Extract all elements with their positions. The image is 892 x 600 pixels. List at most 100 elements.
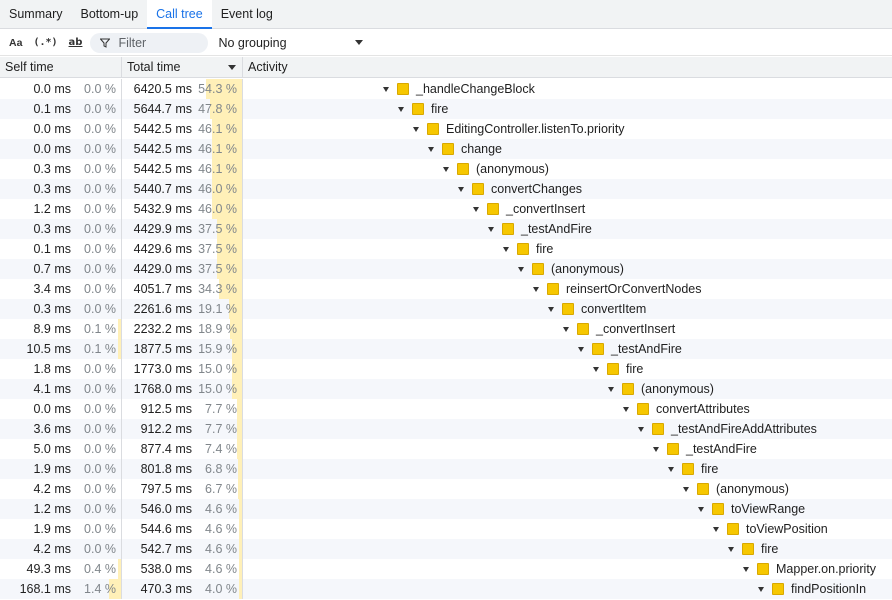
total-time-value: 1877.5 ms xyxy=(133,342,192,356)
total-time-bar xyxy=(232,379,242,399)
total-time-bar xyxy=(217,219,242,239)
self-time-percent: 0.0 % xyxy=(84,362,116,376)
tab-bottom-up[interactable]: Bottom-up xyxy=(80,7,139,21)
self-time-percent: 0.0 % xyxy=(84,462,116,476)
match-case-button[interactable]: Aa xyxy=(9,36,23,49)
total-time-bar xyxy=(230,319,242,339)
expand-toggle-icon[interactable] xyxy=(683,487,689,492)
expand-toggle-icon[interactable] xyxy=(728,547,734,552)
expand-toggle-icon[interactable] xyxy=(383,87,389,92)
function-category-icon xyxy=(472,183,484,195)
expand-toggle-icon[interactable] xyxy=(623,407,629,412)
expand-toggle-icon[interactable] xyxy=(443,167,449,172)
total-time-value: 538.0 ms xyxy=(140,562,192,576)
expand-toggle-icon[interactable] xyxy=(698,507,704,512)
expand-toggle-icon[interactable] xyxy=(563,327,569,332)
tab-call-tree[interactable]: Call tree xyxy=(147,0,212,29)
activity-name: convertChanges xyxy=(491,182,583,196)
activity-cell: toViewPosition xyxy=(243,519,892,539)
self-time-percent: 0.0 % xyxy=(84,202,116,216)
self-time-bar xyxy=(109,579,121,599)
table-header: Self time Total time Activity xyxy=(0,57,892,78)
expand-toggle-icon[interactable] xyxy=(473,207,479,212)
self-time-value: 0.3 ms xyxy=(33,162,71,176)
regex-button[interactable]: (.*) xyxy=(33,37,58,48)
expand-toggle-icon[interactable] xyxy=(398,107,404,112)
whole-word-button[interactable]: ab xyxy=(68,37,83,48)
expand-toggle-icon[interactable] xyxy=(428,147,434,152)
tab-event-log[interactable]: Event log xyxy=(220,7,273,21)
filter-input[interactable]: Filter xyxy=(90,32,209,53)
activity-name: fire xyxy=(431,102,449,116)
total-time-percent: 46.1 % xyxy=(198,142,237,156)
self-time-percent: 0.0 % xyxy=(84,102,116,116)
self-time-percent: 0.0 % xyxy=(84,502,116,516)
expand-toggle-icon[interactable] xyxy=(638,427,644,432)
expand-toggle-icon[interactable] xyxy=(518,267,524,272)
expand-toggle-icon[interactable] xyxy=(608,387,614,392)
expand-toggle-icon[interactable] xyxy=(548,307,554,312)
expand-toggle-icon[interactable] xyxy=(593,367,599,372)
activity-cell: _testAndFire xyxy=(243,219,892,239)
grouping-select[interactable]: No grouping xyxy=(218,33,364,53)
expand-toggle-icon[interactable] xyxy=(758,587,764,592)
expand-toggle-icon[interactable] xyxy=(653,447,659,452)
expand-toggle-icon[interactable] xyxy=(458,187,464,192)
expand-toggle-icon[interactable] xyxy=(503,247,509,252)
expand-toggle-icon[interactable] xyxy=(533,287,539,292)
self-time-percent: 0.0 % xyxy=(84,442,116,456)
column-header-activity[interactable]: Activity xyxy=(248,60,288,74)
chevron-down-icon xyxy=(355,40,364,45)
expand-toggle-icon[interactable] xyxy=(668,467,674,472)
expand-toggle-icon[interactable] xyxy=(488,227,494,232)
self-time-percent: 0.0 % xyxy=(84,82,116,96)
expand-toggle-icon[interactable] xyxy=(713,527,719,532)
function-category-icon xyxy=(607,363,619,375)
total-time-value: 470.3 ms xyxy=(140,582,192,596)
expand-toggle-icon[interactable] xyxy=(413,127,419,132)
self-time-value: 8.9 ms xyxy=(33,322,71,336)
column-header-total-time[interactable]: Total time xyxy=(122,57,243,78)
column-header-self-time[interactable]: Self time xyxy=(0,57,122,78)
expand-toggle-icon[interactable] xyxy=(743,567,749,572)
activity-name: reinsertOrConvertNodes xyxy=(566,282,702,296)
function-category-icon xyxy=(682,463,694,475)
total-time-value: 5644.7 ms xyxy=(133,102,192,116)
expand-toggle-icon[interactable] xyxy=(578,347,584,352)
tab-summary[interactable]: Summary xyxy=(9,7,63,21)
